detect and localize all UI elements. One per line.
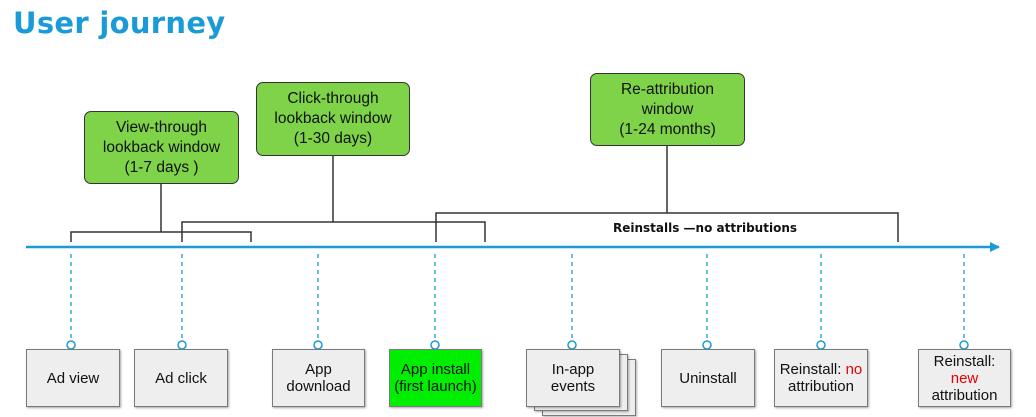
marker-in-app-events <box>567 340 577 350</box>
step-app-install-line-1: App install <box>400 361 471 378</box>
step-app-download-line-1: App <box>305 361 332 378</box>
reinstall-no-rest: attribution <box>788 378 854 395</box>
step-ad-click: Ad click <box>134 349 228 407</box>
marker-uninstall <box>702 340 712 350</box>
step-ad-view: Ad view <box>26 349 120 407</box>
view-through-window-box: View-through lookback window (1-7 days ) <box>84 111 239 184</box>
marker-ad-view <box>66 340 76 350</box>
reattribution-line-3: (1-24 months) <box>619 120 716 138</box>
reattribution-line-2: window <box>641 100 694 118</box>
page-title: User journey <box>13 6 226 40</box>
reattribution-window-box: Re-attribution window (1-24 months) <box>590 73 745 146</box>
marker-app-install <box>430 340 440 350</box>
click-through-line-3: (1-30 days) <box>293 130 373 147</box>
reattribution-line-1: Re-attribution <box>620 80 715 98</box>
reattribution-bracket <box>435 212 899 242</box>
reinstall-new-prefix: Reinstall: <box>933 352 996 370</box>
reinstall-new-highlight: new <box>950 369 979 387</box>
reinstall-new-rest: attribution <box>931 386 998 404</box>
view-through-line-2: lookback window <box>102 138 221 156</box>
view-through-bracket <box>70 231 252 242</box>
step-uninstall-label: Uninstall <box>679 369 737 387</box>
reinstall-no-prefix: Reinstall: <box>779 361 846 378</box>
step-in-app-events: In-app events <box>526 349 620 407</box>
step-ad-click-label: Ad click <box>155 369 207 387</box>
step-reinstall-new-attribution: Reinstall: new attribution <box>918 349 1011 407</box>
marker-app-download <box>313 340 323 350</box>
marker-reinstall-new <box>959 340 969 350</box>
view-through-line-3: (1-7 days ) <box>124 158 199 176</box>
step-app-download: App download <box>272 349 365 407</box>
step-app-install-line-2: (first launch) <box>394 378 477 395</box>
click-through-window-box: Click-through lookback window (1-30 days… <box>256 82 410 156</box>
click-through-bracket <box>181 221 486 242</box>
step-in-app-events-label: In-app events <box>550 361 596 395</box>
click-through-line-1: Click-through <box>287 90 379 107</box>
step-app-install: App install (first launch) <box>389 349 482 407</box>
click-through-line-2: lookback window <box>274 110 392 127</box>
reinstall-bracket-label: Reinstalls —no attributions <box>612 221 798 235</box>
reinstall-no-highlight: no <box>845 361 863 378</box>
view-through-line-1: View-through <box>115 118 208 136</box>
step-uninstall: Uninstall <box>661 349 755 407</box>
marker-reinstall-no <box>816 340 826 350</box>
step-reinstall-no-attribution: Reinstall: no attribution <box>774 349 868 407</box>
step-ad-view-label: Ad view <box>46 369 100 387</box>
marker-ad-click <box>177 340 187 350</box>
step-app-download-line-2: download <box>286 378 351 395</box>
